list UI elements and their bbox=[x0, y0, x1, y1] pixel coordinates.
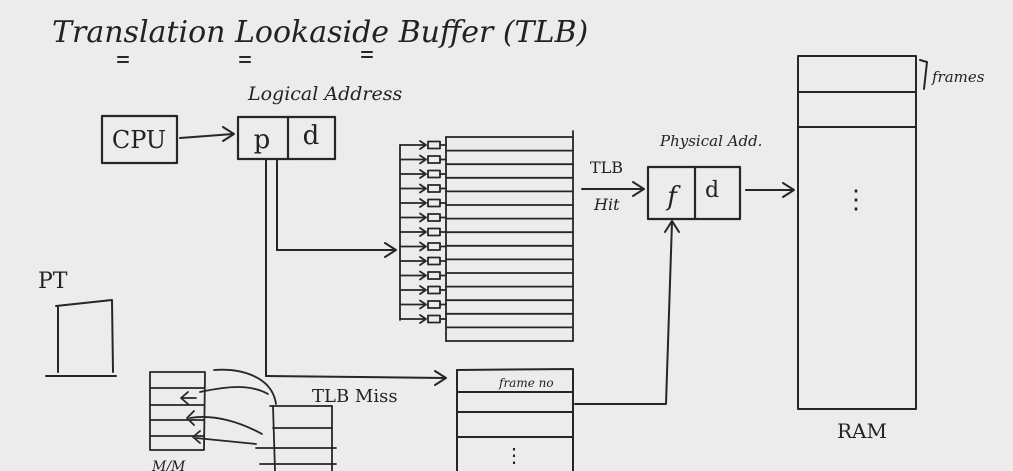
main-memory-sketch bbox=[149, 368, 337, 471]
logical-address-label: Logical Address bbox=[247, 83, 403, 105]
tlb-comparator-arrowhead bbox=[419, 299, 427, 310]
tlb-comparator bbox=[427, 198, 441, 208]
tlb-comparator-arrowhead bbox=[419, 227, 427, 237]
frame-number-cell: f bbox=[665, 182, 681, 212]
tlb-registers bbox=[399, 130, 574, 342]
tlb-comparator-arrowhead bbox=[419, 198, 427, 208]
physical-offset-cell: d bbox=[705, 178, 719, 203]
tlb-comparator bbox=[427, 184, 441, 193]
cpu-to-logical-arrow bbox=[179, 126, 235, 142]
page-table-box bbox=[45, 299, 117, 377]
tlb-comparator-arrowhead bbox=[419, 183, 427, 194]
tlb-comparator bbox=[427, 140, 441, 150]
tlb-hit-label-line1: TLB bbox=[590, 158, 623, 177]
tlb-comparator-arrowhead bbox=[419, 140, 427, 150]
tlb-comparator-arrowhead bbox=[419, 285, 427, 295]
tlb-comparator bbox=[427, 169, 441, 179]
offset-cell: d bbox=[303, 121, 320, 151]
tlb-comparator bbox=[427, 271, 441, 280]
main-memory-label: M/M bbox=[151, 459, 186, 471]
logical-address-box bbox=[236, 115, 337, 161]
frame-no-label: frame no bbox=[498, 376, 554, 390]
tlb-comparator bbox=[427, 242, 441, 251]
frame-to-physical-arrow bbox=[574, 220, 680, 405]
tlb-comparator-arrowhead bbox=[419, 270, 427, 281]
tlb-comparator bbox=[427, 300, 441, 309]
tlb-comparator bbox=[427, 256, 441, 266]
tlb-comparator bbox=[427, 155, 441, 164]
tlb-hit-arrow bbox=[581, 181, 645, 197]
physical-to-ram-arrow bbox=[745, 182, 795, 198]
tlb-miss-label: TLB Miss bbox=[312, 386, 398, 407]
ram-label: RAM bbox=[837, 419, 887, 443]
tlb-comparator-arrowhead bbox=[419, 256, 427, 266]
tlb-comparator bbox=[427, 213, 441, 222]
tlb-comparator-arrowhead bbox=[419, 154, 427, 165]
cpu-label: CPU bbox=[112, 126, 166, 154]
frame-table bbox=[456, 368, 574, 471]
physical-address-label: Physical Add. bbox=[659, 132, 762, 150]
tlb-comparator bbox=[427, 314, 441, 324]
page-number-path bbox=[265, 159, 447, 386]
tlb-hit-label-line2: Hit bbox=[593, 195, 620, 214]
frame-table-dots: ⋮ bbox=[504, 443, 524, 467]
tlb-comparator bbox=[427, 285, 441, 295]
page-table-label: PT bbox=[38, 269, 68, 294]
ram-dots: ⋮ bbox=[843, 185, 869, 215]
page-number-cell: p bbox=[254, 125, 271, 155]
ram-block bbox=[797, 55, 928, 410]
physical-address-box bbox=[646, 165, 742, 221]
cpu-box bbox=[100, 114, 179, 165]
tlb-comparator-arrowhead bbox=[419, 241, 427, 252]
tlb-comparator-arrowhead bbox=[419, 169, 427, 179]
tlb-comparator-arrowhead bbox=[419, 212, 427, 223]
diagram-title: Translation Lookaside Buffer (TLB) bbox=[52, 15, 588, 50]
tlb-comparator-arrowhead bbox=[419, 314, 427, 324]
tlb-comparator bbox=[427, 227, 441, 237]
frames-label: frames bbox=[931, 68, 985, 86]
title-underline-marks bbox=[117, 51, 373, 63]
